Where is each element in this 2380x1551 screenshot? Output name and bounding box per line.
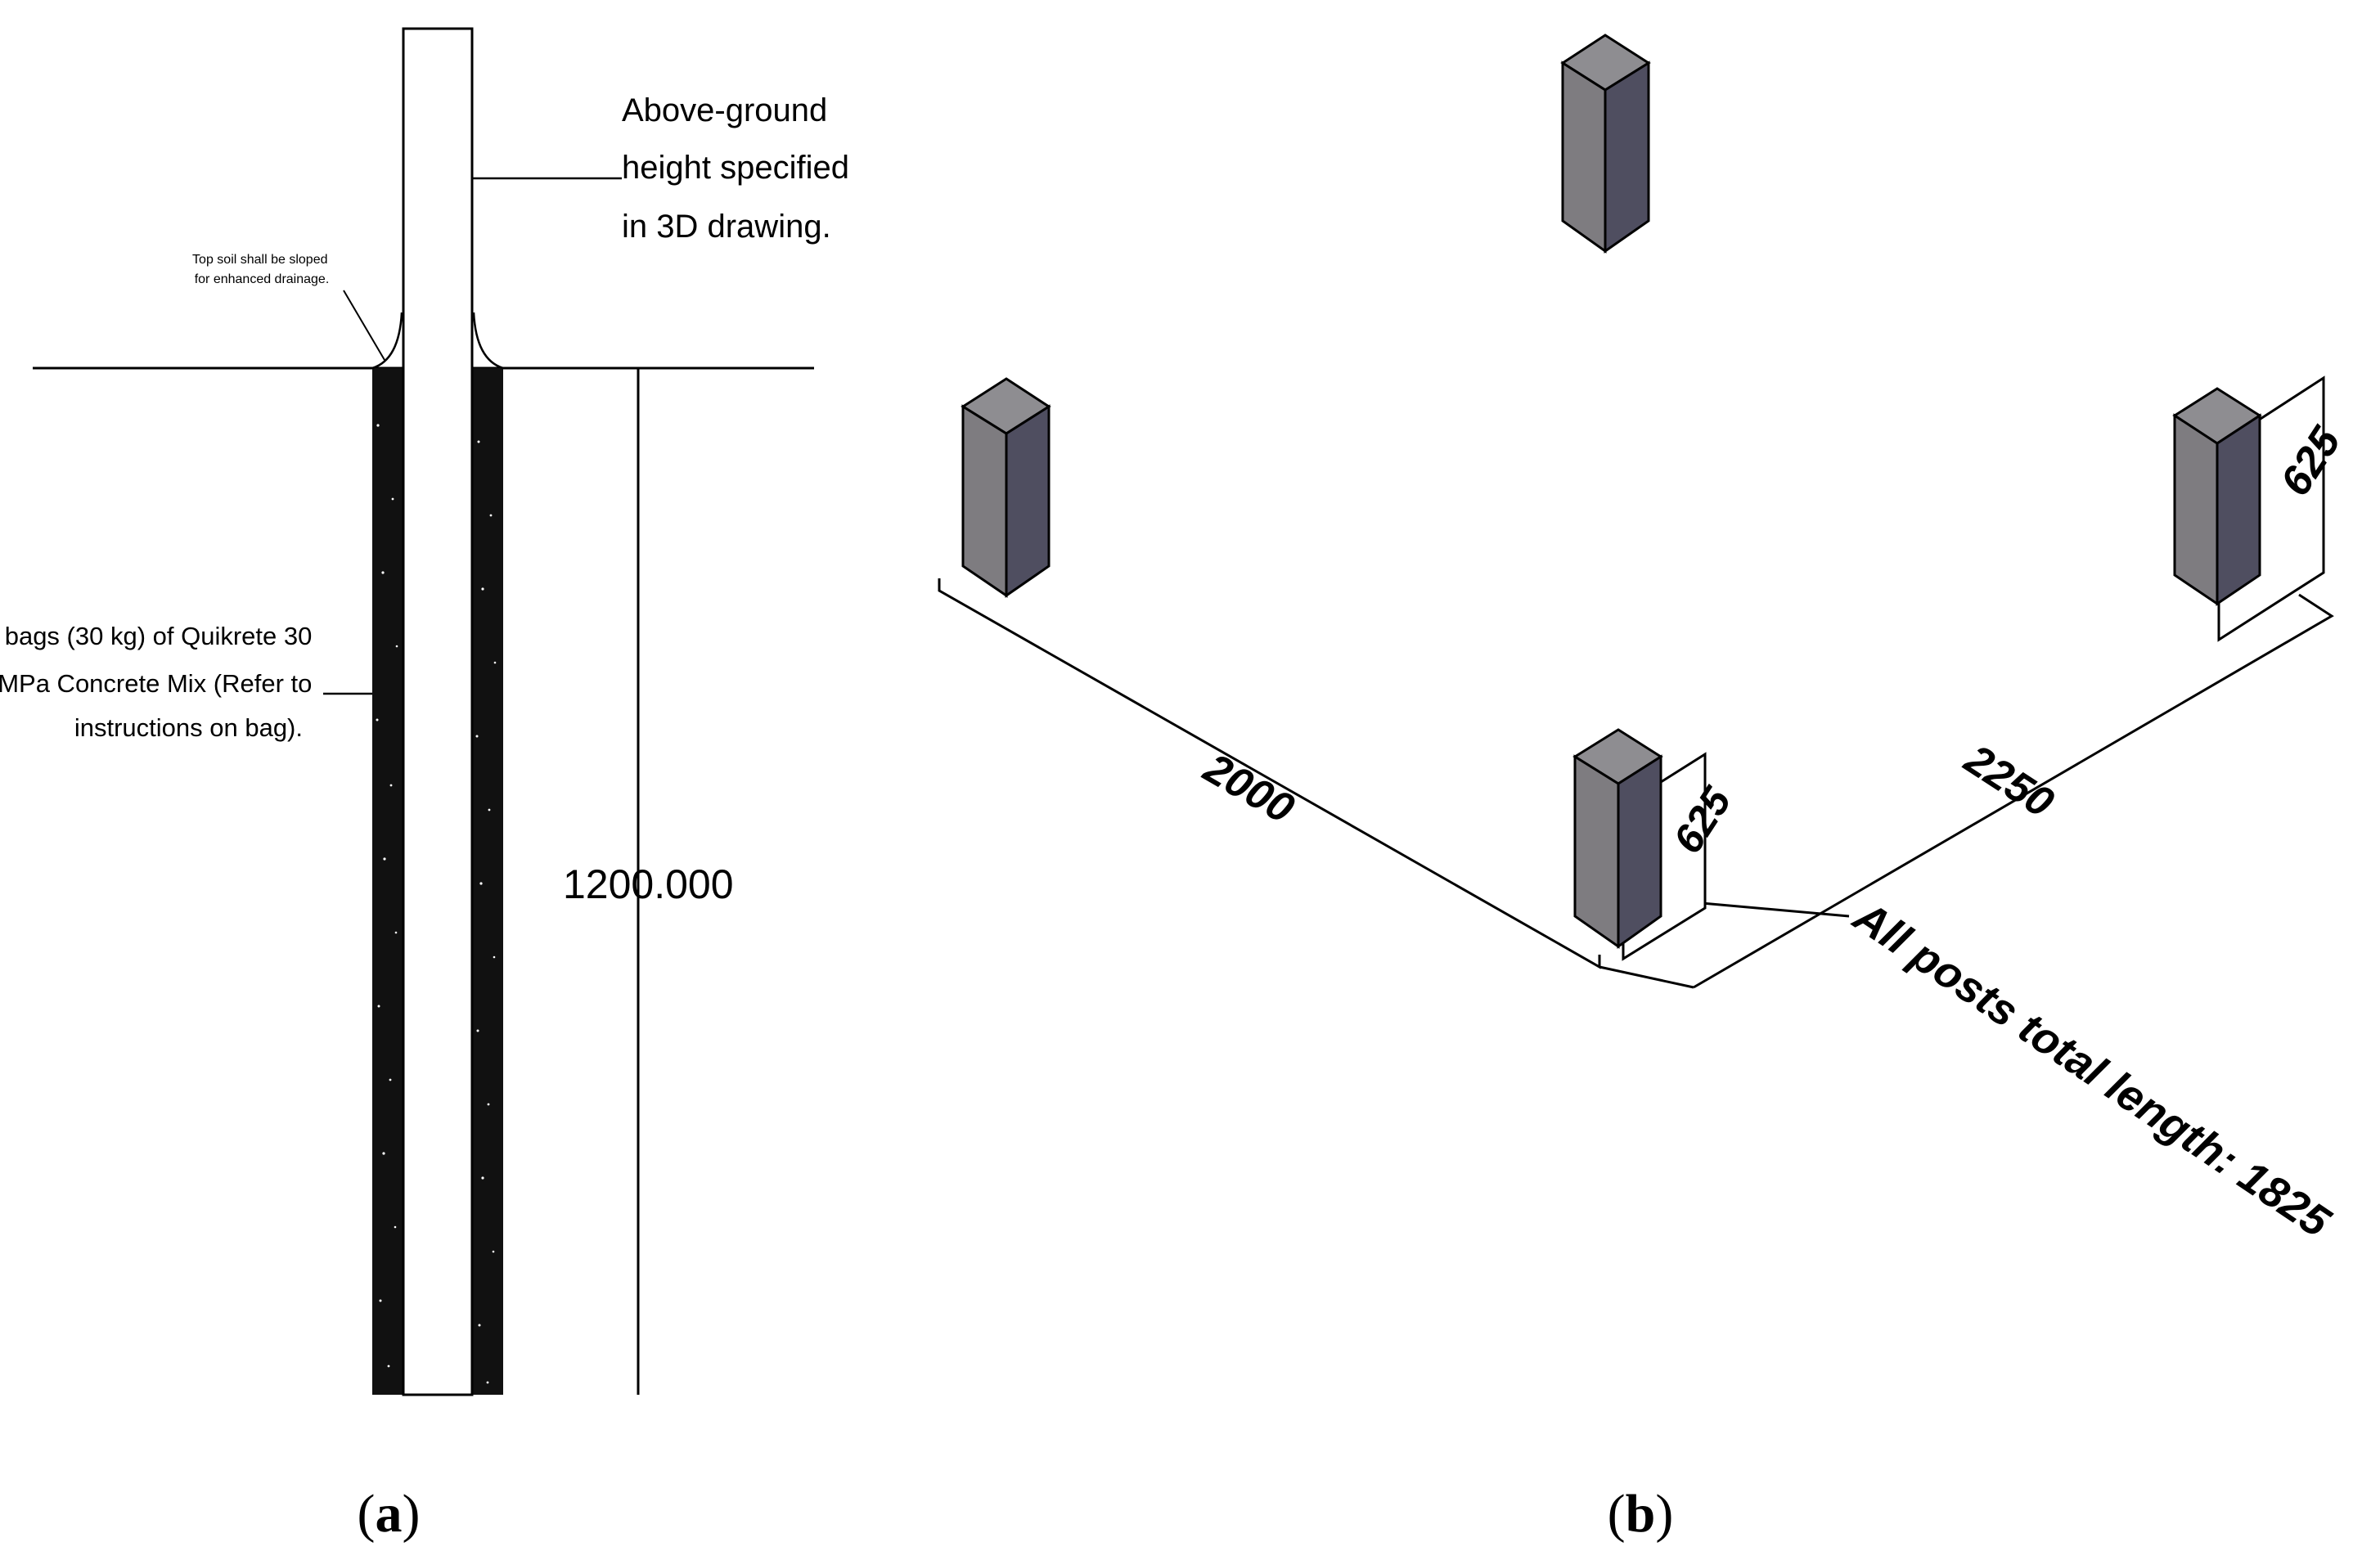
dim-label-2000: 2000 — [1195, 744, 1302, 834]
post-top — [1560, 34, 1651, 254]
concrete-note: 2 bags (30 kg) of Quikrete 30 MPa Concre… — [0, 622, 319, 742]
depth-dimension-label: 1200.000 — [563, 861, 734, 907]
height-note: Above-ground height specified in 3D draw… — [622, 92, 858, 245]
post-right — [2172, 387, 2262, 606]
post-front — [1572, 728, 1663, 949]
topsoil-slope-left — [371, 312, 403, 370]
dimension-line-2250 — [1693, 593, 2334, 989]
topsoil-leader — [343, 290, 385, 361]
total-length-note: All posts total length: 1825 — [1844, 891, 2340, 1248]
panel-a: Top soil shall be sloped for enhanced dr… — [0, 27, 858, 1544]
dimension-line-base — [1599, 965, 1694, 989]
concrete-fill-right — [472, 368, 503, 1395]
dimension-line-2000 — [938, 578, 1601, 969]
topsoil-note: Top soil shall be sloped for enhanced dr… — [192, 253, 331, 286]
concrete-speckles — [376, 424, 497, 1384]
panel-b: 2000 2250 625 625 All posts total length… — [938, 34, 2351, 1544]
dim-label-2250: 2250 — [1956, 735, 2063, 827]
caption-a: (a) — [358, 1484, 421, 1544]
post-column — [402, 27, 474, 1396]
concrete-fill-left — [372, 368, 403, 1395]
caption-b: (b) — [1608, 1484, 1674, 1544]
topsoil-slope-right — [472, 312, 504, 370]
post-left — [961, 377, 1051, 598]
